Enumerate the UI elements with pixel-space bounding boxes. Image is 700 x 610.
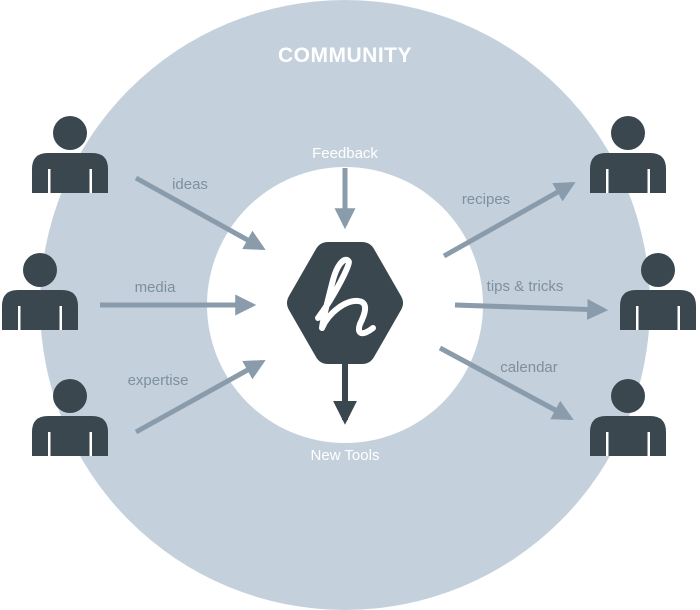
label-expertise: expertise: [128, 372, 189, 389]
label-recipes: recipes: [462, 191, 510, 208]
label-media: media: [135, 279, 177, 296]
person-icon: [590, 116, 666, 193]
person-icon: [32, 116, 108, 193]
label-feedback: Feedback: [312, 145, 378, 162]
arrow-calendar: [438, 345, 574, 421]
arrow-recipes: [442, 181, 576, 259]
arrow-ideas: [134, 175, 266, 251]
label-tips: tips & tricks: [487, 278, 564, 295]
hexagon-logo-icon: [287, 242, 403, 364]
arrow-expertise: [134, 359, 266, 435]
arrow-tips: [454, 298, 609, 320]
community-title: COMMUNITY: [278, 44, 412, 67]
label-calendar: calendar: [500, 359, 558, 376]
label-ideas: ideas: [172, 176, 208, 193]
label-new-tools: New Tools: [311, 447, 380, 464]
